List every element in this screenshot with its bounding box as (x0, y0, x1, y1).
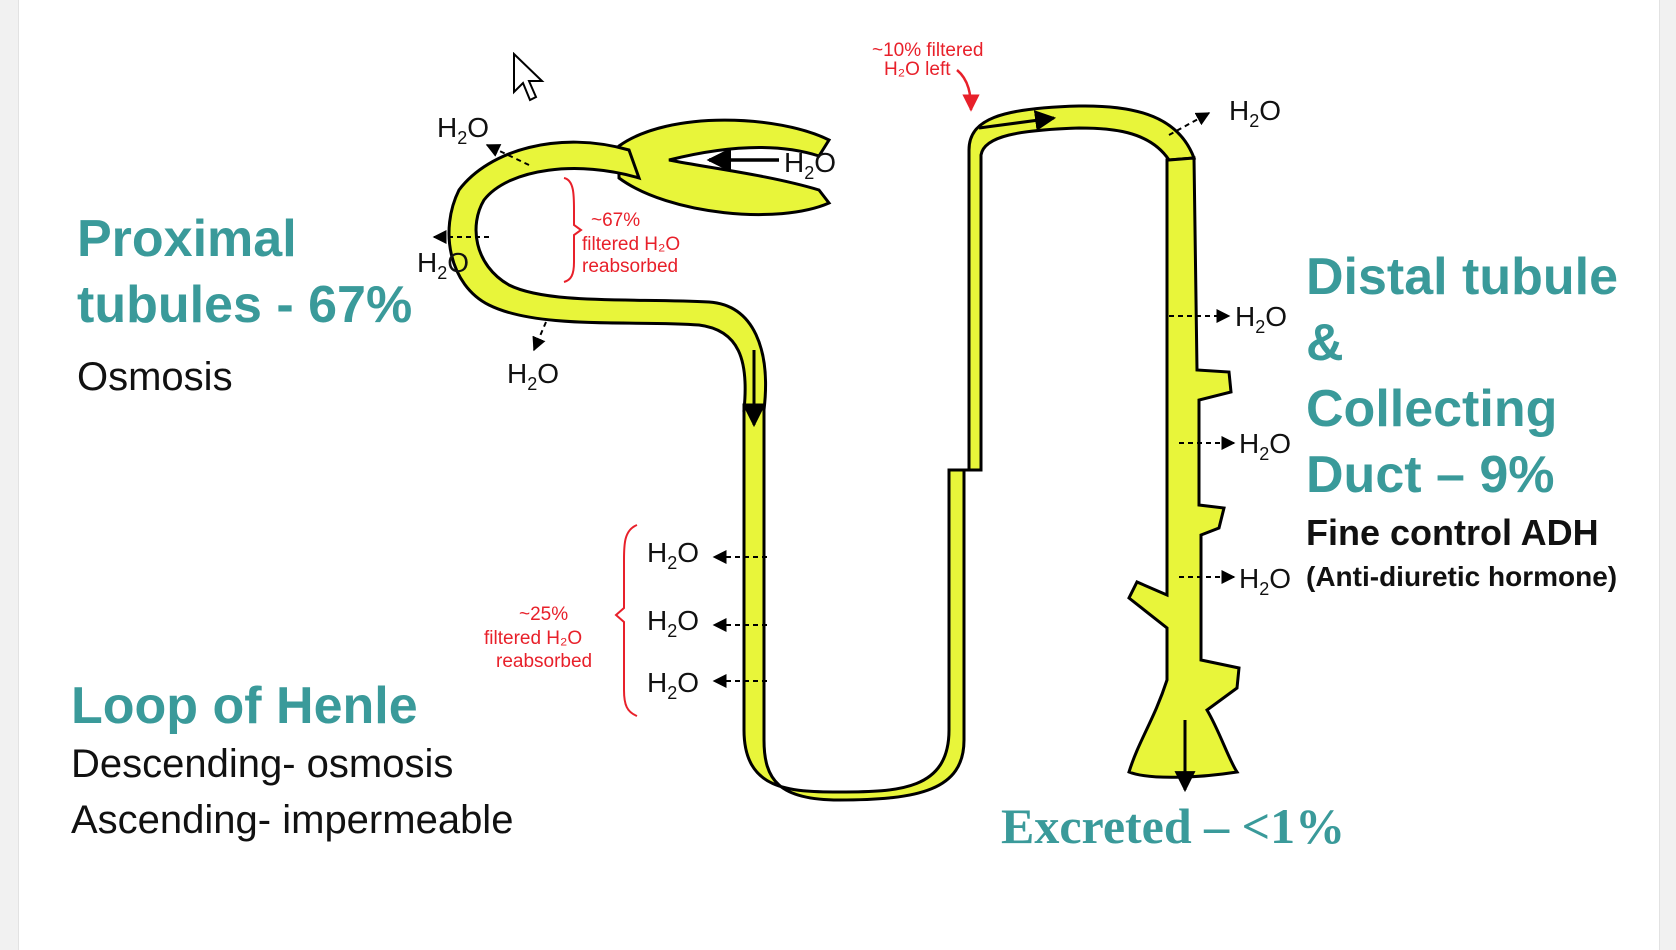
distal-title-line1: Distal tubule (1306, 248, 1619, 306)
svg-text:H2O: H2O (1229, 95, 1281, 131)
collecting-duct (1127, 156, 1241, 779)
distal-adh: Fine control ADH (1306, 512, 1599, 553)
note-67-line3: reabsorbed (582, 256, 678, 277)
distal-title-line3: Collecting (1306, 380, 1558, 438)
water-arrow-proximal-1 (485, 144, 530, 166)
svg-text:H2O: H2O (1239, 563, 1291, 599)
mouse-pointer-icon (513, 52, 545, 102)
note-25-line3: reabsorbed (496, 651, 592, 672)
red-arrow-10 (956, 69, 980, 112)
h2o-label-loop-3: H2O (647, 667, 699, 703)
svg-text:H2O: H2O (437, 112, 489, 148)
note-25-line2: filtered H₂O (484, 628, 582, 649)
h2o-label-collecting-1: H2O (1235, 301, 1287, 337)
excreted-label: Excreted – <1% (1001, 798, 1346, 854)
svg-text:H2O: H2O (647, 537, 699, 573)
svg-text:H2O: H2O (417, 247, 469, 283)
loop-title: Loop of Henle (71, 677, 418, 735)
proximal-title-line1: Proximal (77, 210, 297, 268)
slide: Proximal tubules - 67% Osmosis Loop of H… (18, 0, 1660, 950)
distal-title: Distal tubule & Collecting Duct – 9% (1306, 244, 1618, 508)
loop-descending: Descending- osmosis (71, 742, 454, 786)
h2o-label-loop-2: H2O (647, 605, 699, 641)
water-arrow-proximal-3 (532, 321, 547, 352)
flow-arrow-ascending-top (978, 110, 1057, 131)
svg-text:H2O: H2O (507, 358, 559, 394)
svg-text:H2O: H2O (1235, 301, 1287, 337)
proximal-subtitle: Osmosis (77, 355, 233, 399)
bracket-67 (563, 177, 583, 283)
h2o-label-loop-1: H2O (647, 537, 699, 573)
proximal-title-line2: tubules - 67% (77, 276, 413, 334)
svg-text:H2O: H2O (647, 667, 699, 703)
svg-text:H2O: H2O (784, 147, 836, 183)
h2o-label-bowman: H2O (784, 147, 836, 183)
note-67-line2: filtered H₂O (582, 234, 680, 255)
note-67-line1: ~67% (591, 210, 640, 231)
svg-text:H2O: H2O (1239, 428, 1291, 464)
h2o-label-collecting-3: H2O (1239, 563, 1291, 599)
note-25-line1: ~25% (519, 604, 568, 625)
loop-ascending: Ascending- impermeable (71, 798, 514, 842)
h2o-label-collecting-2: H2O (1239, 428, 1291, 464)
proximal-title: Proximal tubules - 67% (77, 206, 412, 338)
distal-title-line2: & (1306, 314, 1344, 372)
note-10-line1: ~10% filtered (872, 40, 983, 61)
bracket-25 (614, 524, 638, 717)
h2o-label-distal-top: H2O (1229, 95, 1281, 131)
svg-text:H2O: H2O (647, 605, 699, 641)
h2o-label-proximal-1: H2O (437, 112, 489, 148)
water-arrow-distal-top (1168, 112, 1211, 136)
nephron-diagram: H2O H2O H2O H2O H2O H2O H2O H2O H2O H2O (417, 40, 1291, 802)
h2o-label-proximal-2: H2O (417, 247, 469, 283)
h2o-label-proximal-3: H2O (507, 358, 559, 394)
note-10-line2: H₂O left (884, 59, 951, 80)
bowman-capsule (617, 118, 832, 217)
distal-title-line4: Duct – 9% (1306, 446, 1555, 504)
distal-adh-full: (Anti-diuretic hormone) (1306, 561, 1618, 592)
